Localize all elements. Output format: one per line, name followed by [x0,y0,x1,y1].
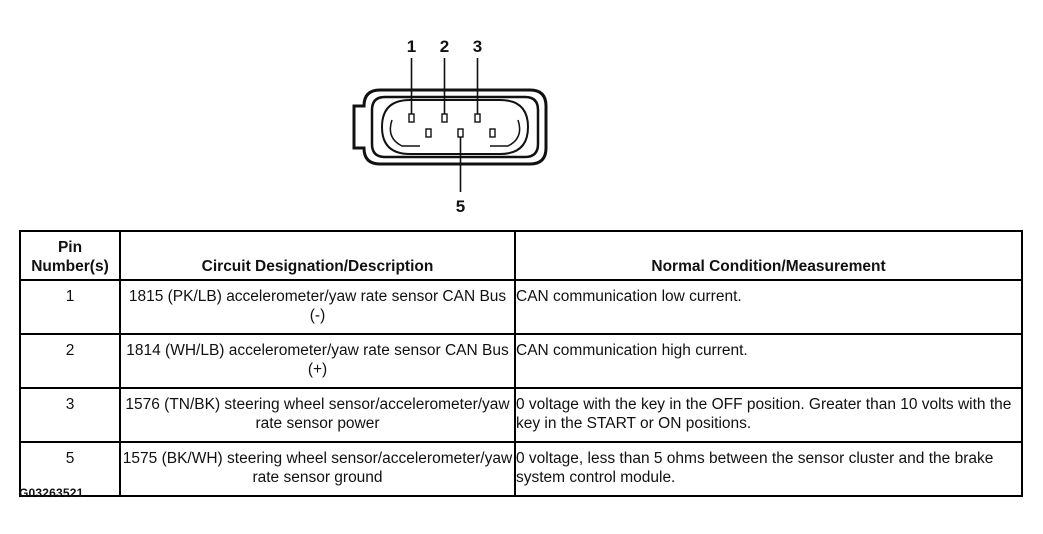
table-row: 3 1576 (TN/BK) steering wheel sensor/acc… [19,387,1023,443]
cell-condition: CAN communication low current. [514,279,1023,335]
header-normal-condition: Normal Condition/Measurement [514,230,1023,281]
pin-terminal-4 [425,128,432,138]
pin-terminal-3 [474,113,481,123]
cell-description: 1814 (WH/LB) accelerometer/yaw rate sens… [119,333,516,389]
pin-terminal-1 [408,113,415,123]
cell-pin: 3 [19,387,121,443]
pin-terminal-6 [489,128,496,138]
pin-table: Pin Number(s) Circuit Designation/Descri… [19,230,1023,497]
header-circuit-description: Circuit Designation/Description [119,230,516,281]
table-row: 5 1575 (BK/WH) steering wheel sensor/acc… [19,441,1023,497]
cell-description: 1575 (BK/WH) steering wheel sensor/accel… [119,441,516,497]
cell-description: 1815 (PK/LB) accelerometer/yaw rate sens… [119,279,516,335]
cell-condition: 0 voltage with the key in the OFF positi… [514,387,1023,443]
cell-condition: CAN communication high current. [514,333,1023,389]
pin-label-2: 2 [440,37,449,56]
table-row: 1 1815 (PK/LB) accelerometer/yaw rate se… [19,279,1023,335]
pin-terminal-5 [457,128,464,138]
cell-description: 1576 (TN/BK) steering wheel sensor/accel… [119,387,516,443]
pin-label-1: 1 [407,37,416,56]
cell-pin: 2 [19,333,121,389]
pin-label-3: 3 [473,37,482,56]
connector-inner-shell [370,95,540,159]
table-header-row: Pin Number(s) Circuit Designation/Descri… [19,230,1023,281]
figure-id: G03263521 [19,486,84,500]
pin-label-5: 5 [456,197,465,216]
connector-cavity [380,99,530,155]
table-row: 2 1814 (WH/LB) accelerometer/yaw rate se… [19,333,1023,389]
connector-diagram: 1 2 3 5 [352,37,548,216]
connector-outer-shell [352,88,548,166]
cell-condition: 0 voltage, less than 5 ohms between the … [514,441,1023,497]
pin-terminal-2 [441,113,448,123]
cell-pin: 1 [19,279,121,335]
connector-key-right [490,119,521,147]
header-pin-numbers: Pin Number(s) [19,230,121,281]
connector-key [389,119,420,147]
cell-pin: 5 [19,441,121,497]
